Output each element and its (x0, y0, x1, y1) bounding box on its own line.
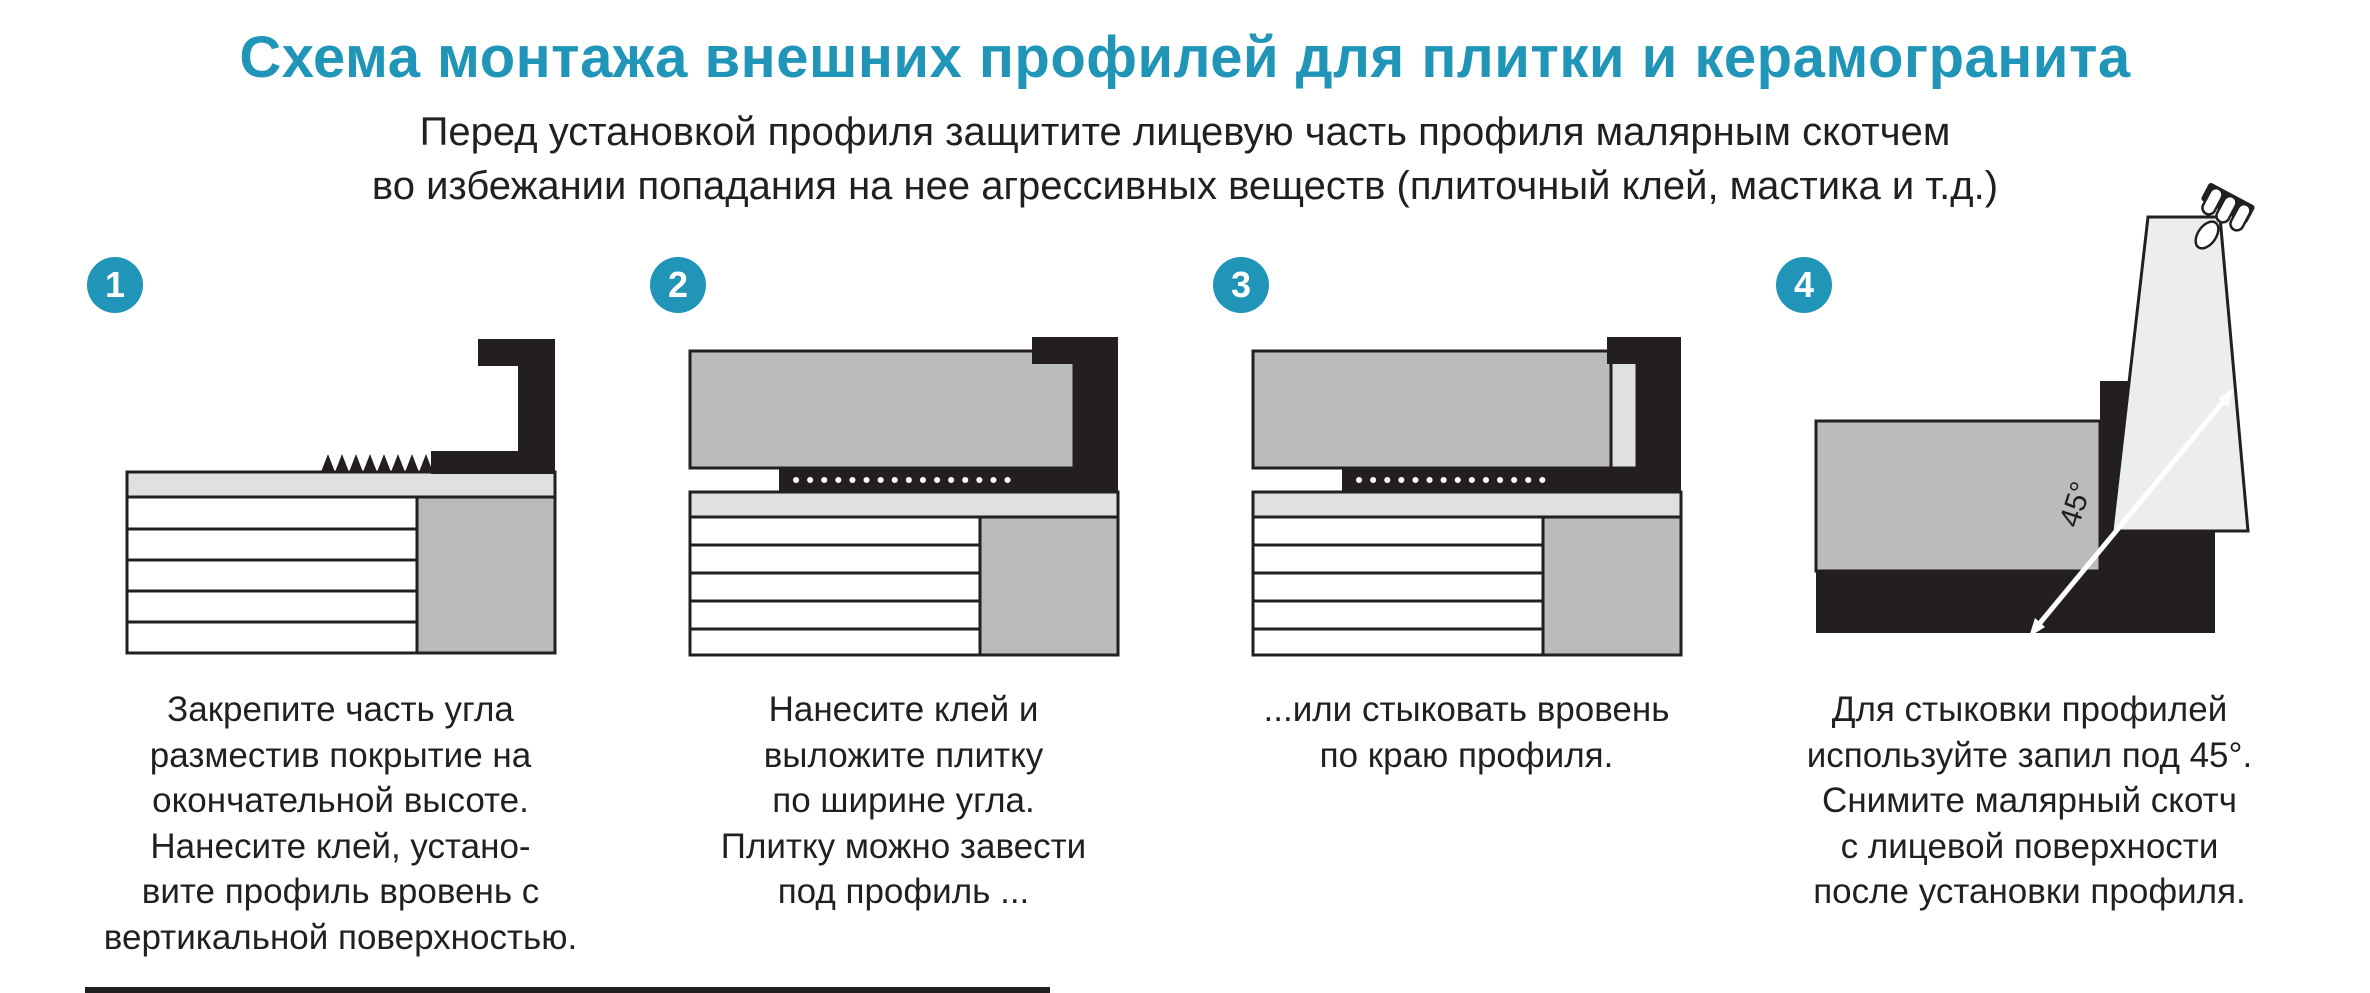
wall-block (415, 495, 556, 655)
step-1-caption: Закрепите часть угла разместив покрытие … (103, 690, 578, 957)
miter-cut-line (2032, 394, 2230, 631)
step-3-caption: ...или стыковать вровень по краю профиля… (1263, 690, 1670, 775)
step-2-number-badge: 2 (650, 257, 706, 313)
step-3-diagram (1199, 321, 1734, 661)
thumb (2193, 220, 2220, 250)
finger (2214, 194, 2238, 224)
step-2-diagram-svg (688, 337, 1119, 657)
subtitle: Перед установкой профиля защитите лицеву… (0, 105, 2370, 213)
step-4-caption: Для стыковки профилей используйте запил … (1806, 690, 2253, 911)
corner-floor-dark (1815, 571, 2215, 633)
finger (2228, 202, 2252, 232)
arrowhead-up (2217, 388, 2234, 407)
profile-hook (477, 339, 555, 366)
wall-block (1541, 515, 1682, 657)
step-3-diagram-svg (1251, 337, 1682, 657)
step-2-diagram (636, 321, 1171, 661)
step-1-diagram-svg (125, 339, 556, 655)
step-2: 2 Нанесите клей и выложите пли (636, 257, 1171, 960)
step-4-number-badge: 4 (1776, 257, 1832, 313)
step-4: 4 45° (1762, 183, 2297, 960)
steps-row: 1 Закрепите часть угла разместив покрыти… (0, 183, 2370, 960)
step-2-caption: Нанесите клей и выложите плитку по ширин… (720, 690, 1087, 911)
step-1-diagram (73, 321, 608, 661)
tile (1251, 349, 1612, 470)
substrate (125, 495, 418, 655)
subtitle-line-2: во избежании попадания на нее агрессивны… (371, 164, 1999, 208)
adhesive-serration (320, 454, 433, 472)
step-1: 1 Закрепите часть угла разместив покрыти… (73, 257, 608, 960)
masking-tape (2109, 215, 2250, 533)
step-3-number-badge: 3 (1213, 257, 1269, 313)
subtitle-line-1: Перед установкой профиля защитите лицеву… (419, 110, 1951, 154)
profile-hook (1606, 337, 1681, 364)
step-3: 3 ...или стыковать (1199, 257, 1734, 960)
tile (688, 349, 1075, 470)
arrowhead-down (2028, 618, 2045, 637)
wall-block (978, 515, 1119, 657)
profile-face (1609, 349, 1638, 470)
step-4-diagram-svg: 45° (1814, 183, 2255, 637)
profile-base-strip (688, 490, 1119, 519)
profile-hook (1031, 337, 1118, 364)
substrate (1251, 515, 1544, 657)
substrate (688, 515, 981, 657)
bottom-edge-line (85, 987, 1050, 993)
profile-base-strip (125, 470, 556, 499)
step-4-diagram: 45° (1762, 183, 2297, 661)
step-1-number-badge: 1 (87, 257, 143, 313)
hand-icon (2193, 183, 2255, 250)
page-title: Схема монтажа внешних профилей для плитк… (239, 25, 2131, 90)
tile (1814, 419, 2101, 573)
finger (2200, 186, 2224, 216)
profile-base-strip (1251, 490, 1682, 519)
